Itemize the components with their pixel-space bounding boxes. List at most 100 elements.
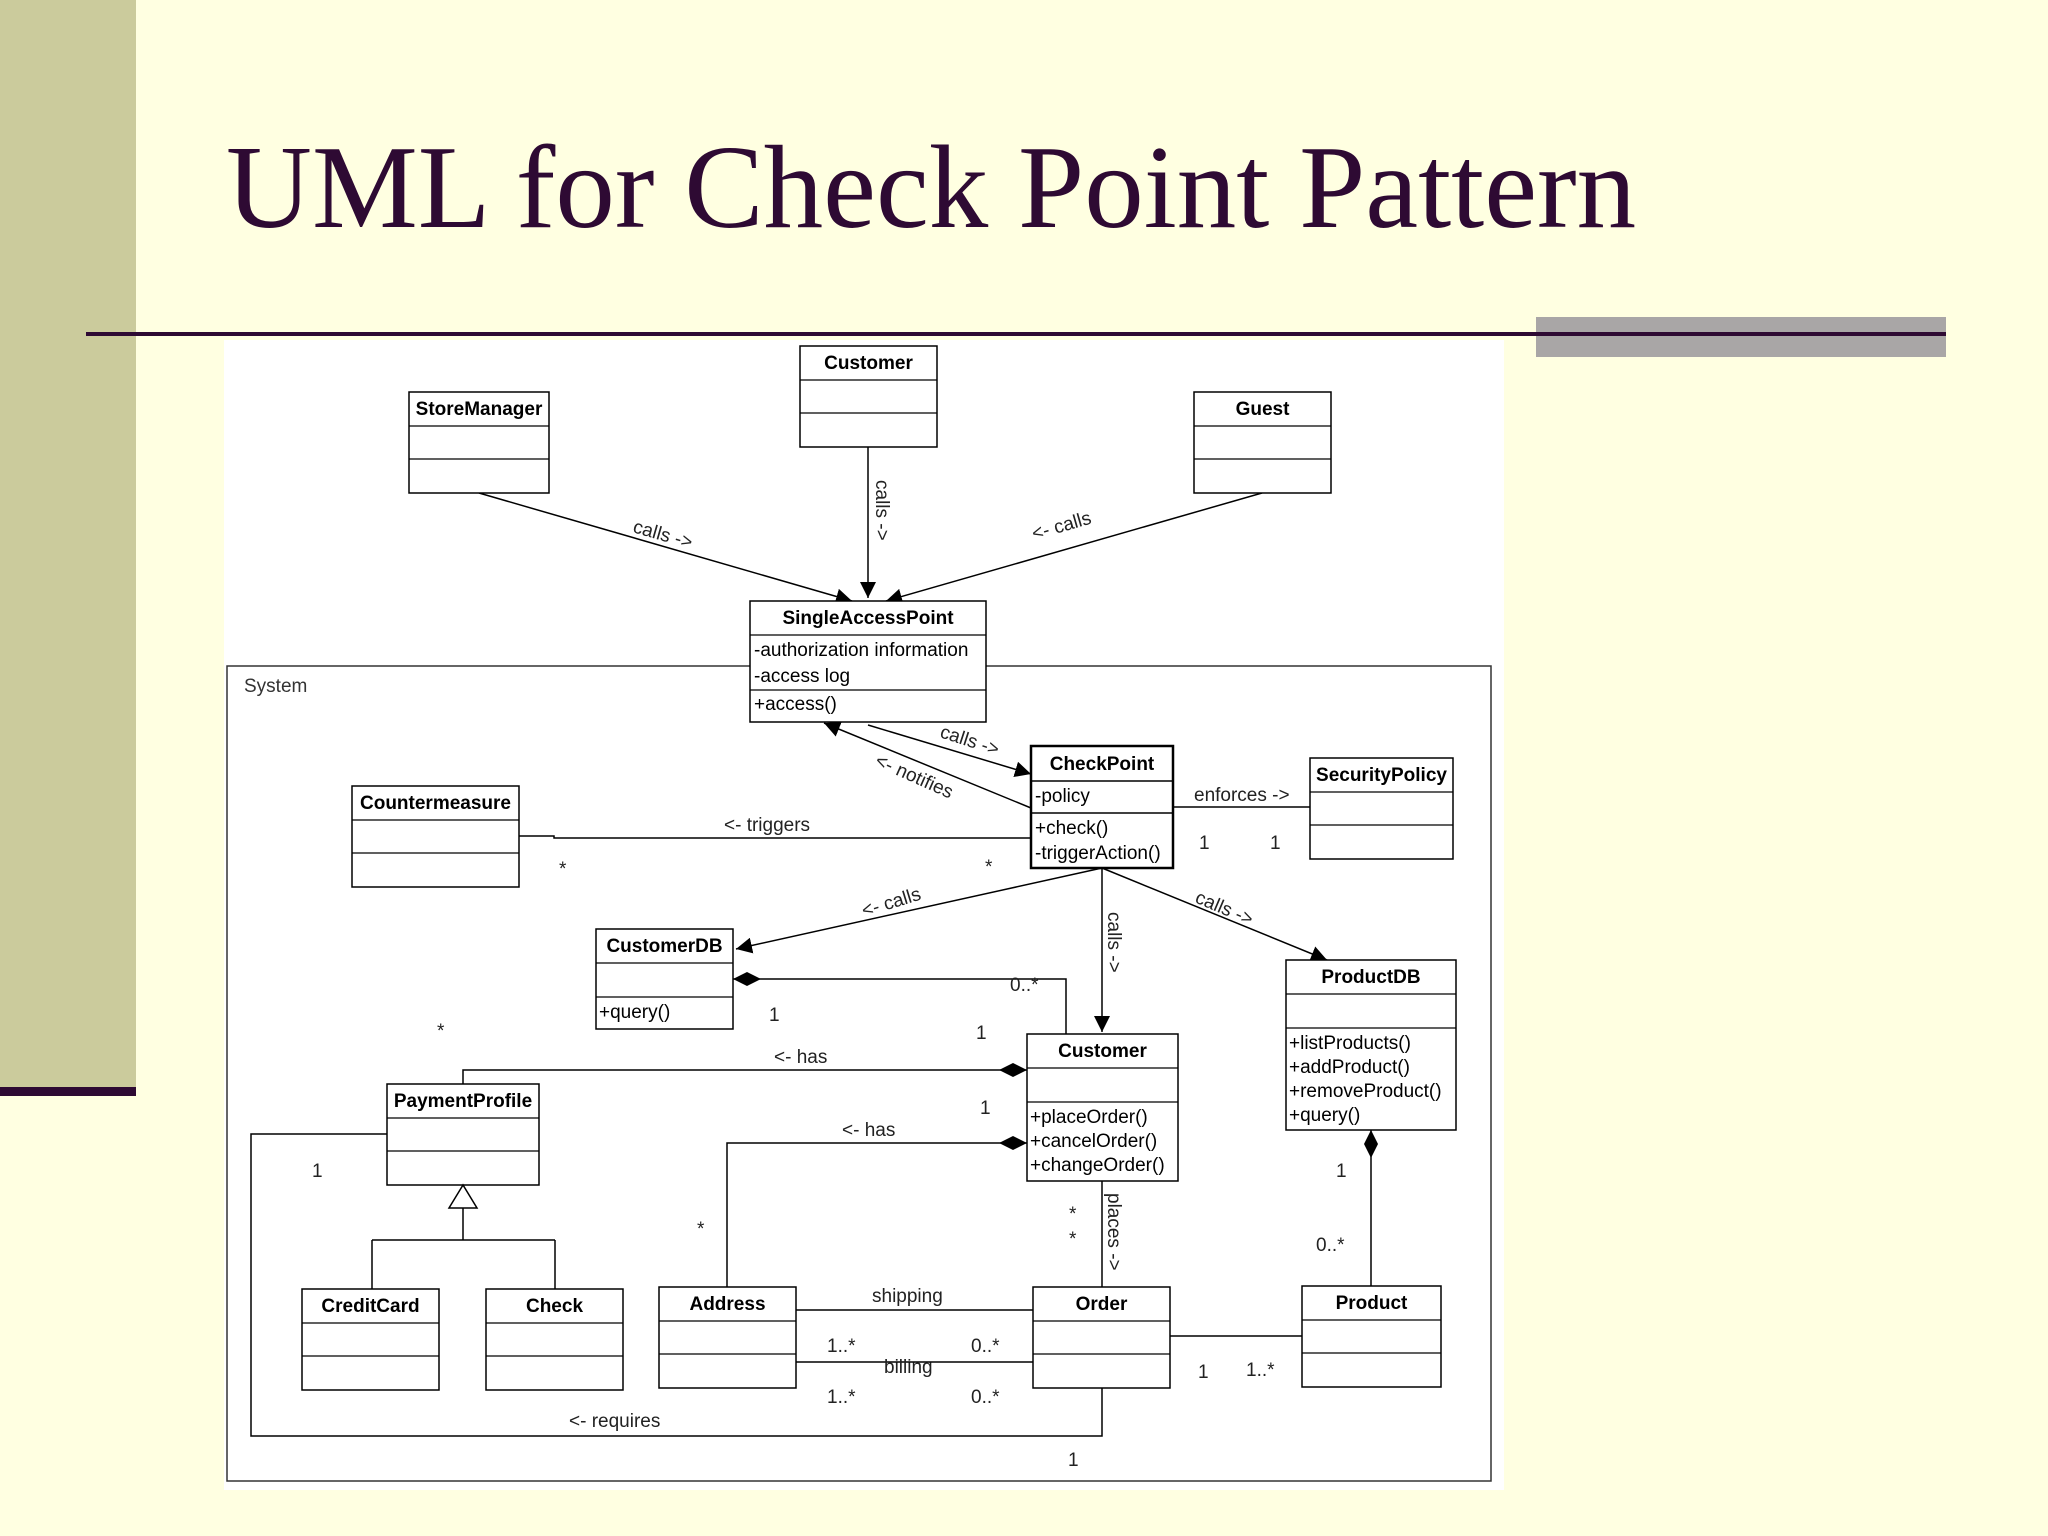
mult-triggers-right: * [985,857,993,878]
label-calls-customer-actor: calls -> [871,480,892,541]
mult-ship-order: 0..* [971,1336,1000,1357]
class-security-policy[interactable]: SecurityPolicy [1309,757,1454,860]
assoc-storemanager-sap [478,492,853,605]
class-single-access-point[interactable]: SingleAccessPoint -authorization informa… [749,600,987,723]
label-has-address: <- has [842,1120,895,1141]
mult-address-many: * [697,1219,705,1240]
class-name: Address [689,1294,765,1315]
assoc-customer-address [726,1136,1027,1287]
title-rule-accent [1536,317,1946,357]
mult-payment-many: * [437,1021,445,1042]
slide-title: UML for Check Point Pattern [226,121,1637,253]
assoc-customer-paymentprofile [462,1063,1027,1084]
label-places: places -> [1103,1193,1124,1271]
label-enforces: enforces -> [1194,785,1290,806]
operation: -triggerAction() [1035,843,1161,864]
sidebar-band [0,0,136,1087]
mult-payment-one: 1 [976,1023,987,1044]
assoc-checkpoint-sap [823,721,1032,809]
attribute: -policy [1035,786,1090,807]
class-customer-actor[interactable]: Customer [799,345,938,448]
mult-cdb-one: 1 [769,1005,780,1026]
class-countermeasure[interactable]: Countermeasure [351,785,520,888]
mult-address-one: 1 [980,1098,991,1119]
class-name: Countermeasure [360,793,511,814]
assoc-requires [250,1133,1103,1437]
mult-places-bottom: * [1069,1229,1077,1250]
system-package-label: System [244,676,307,697]
mult-enforces-right: 1 [1270,833,1281,854]
mult-bill-address: 1..* [827,1387,856,1408]
multiplicities: 1 1 * * 1 0..* * 1 1 * * * 1 1 1 0..* 1.… [312,833,1347,1471]
label-billing: billing [884,1357,933,1378]
class-name: CustomerDB [606,936,722,957]
assoc-customer-customerdb [733,972,1067,1034]
class-name: Product [1336,1293,1408,1314]
label-shipping: shipping [872,1286,943,1307]
mult-requires-order: 1 [1068,1450,1079,1471]
mult-ship-address: 1..* [827,1336,856,1357]
mult-requires-profile: 1 [312,1161,323,1182]
label-triggers: <- triggers [724,815,810,836]
class-name: StoreManager [416,399,543,420]
label-has-payment: <- has [774,1047,827,1068]
attribute: -authorization information [754,640,968,661]
class-name: Check [526,1296,583,1317]
class-name: Order [1076,1294,1128,1315]
assoc-sap-checkpoint [867,724,1032,778]
class-product-db[interactable]: ProductDB +listProducts() +addProduct() … [1285,959,1457,1131]
mult-places-top: * [1069,1204,1077,1225]
class-check-point[interactable]: CheckPoint -policy +check() -triggerActi… [1029,744,1175,870]
assoc-checkpoint-customerdb [735,867,1103,954]
mult-bill-order: 0..* [971,1387,1000,1408]
associations [250,447,1378,1437]
class-guest[interactable]: Guest [1193,391,1332,494]
operation: +check() [1035,818,1108,839]
class-name: ProductDB [1321,967,1420,988]
mult-productdb-one: 1 [1336,1161,1347,1182]
operation: +query() [1289,1105,1360,1126]
assoc-checkpoint-countermeasure [519,835,1031,839]
mult-order-product-many: 1..* [1246,1360,1275,1381]
operation: +addProduct() [1289,1057,1410,1078]
label-requires: <- requires [569,1411,660,1432]
class-name: CheckPoint [1050,754,1155,775]
uml-diagram: System Customer StoreManager Guest Singl… [224,340,1504,1490]
assoc-checkpoint-productdb [1101,867,1328,962]
label-calls-customer: calls -> [1103,912,1124,973]
sidebar-rule [0,1087,136,1096]
class-product[interactable]: Product [1301,1285,1442,1388]
mult-triggers-left: * [559,859,567,880]
operation: +query() [599,1002,670,1023]
operation: +changeOrder() [1030,1155,1165,1176]
attribute: -access log [754,666,850,687]
title-rule-overlay [1536,332,1946,336]
assoc-guest-sap [885,492,1263,605]
class-name: Customer [824,353,913,374]
class-check[interactable]: Check [485,1288,624,1391]
class-name: Customer [1058,1041,1147,1062]
title-rule [86,332,1946,336]
class-address[interactable]: Address [658,1286,797,1389]
class-name: Guest [1236,399,1291,420]
mult-product-many: 0..* [1316,1235,1345,1256]
mult-order-product-one: 1 [1198,1362,1209,1383]
mult-cdb-many: 0..* [1010,975,1039,996]
class-customer-db[interactable]: CustomerDB +query() [595,928,734,1030]
class-order[interactable]: Order [1032,1286,1171,1389]
generalization-triangle [447,1183,479,1209]
class-name: SingleAccessPoint [782,608,954,629]
operation: +listProducts() [1289,1033,1411,1054]
class-name: PaymentProfile [394,1091,532,1112]
class-payment-profile[interactable]: PaymentProfile [386,1083,540,1186]
class-name: SecurityPolicy [1316,765,1447,786]
operation: +access() [754,694,837,715]
operation: +placeOrder() [1030,1107,1148,1128]
class-name: CreditCard [321,1296,419,1317]
mult-enforces-left: 1 [1199,833,1210,854]
operation: +cancelOrder() [1030,1131,1157,1152]
operation: +removeProduct() [1289,1081,1442,1102]
class-store-manager[interactable]: StoreManager [408,391,550,494]
class-credit-card[interactable]: CreditCard [301,1288,440,1391]
class-customer[interactable]: Customer +placeOrder() +cancelOrder() +c… [1026,1033,1179,1182]
